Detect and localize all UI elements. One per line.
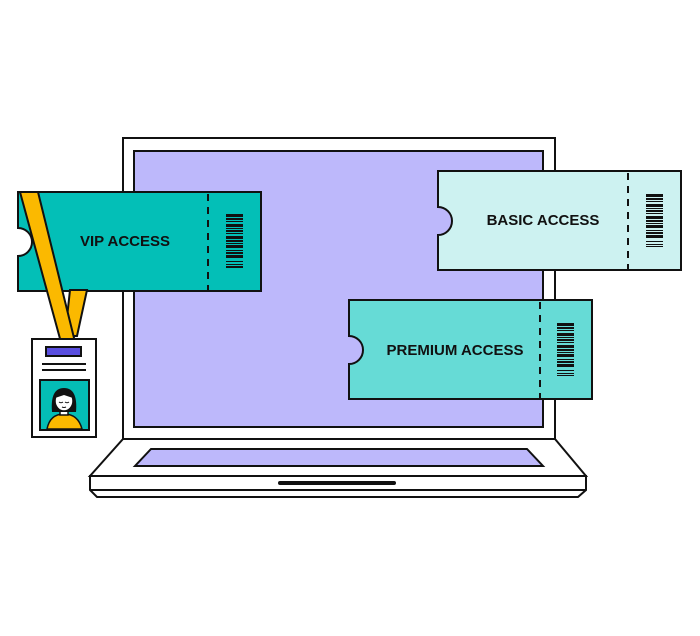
barcode-bar bbox=[226, 228, 243, 229]
barcode-bar bbox=[557, 349, 574, 351]
lanyard-icon bbox=[18, 191, 89, 347]
barcode-bar bbox=[557, 354, 574, 357]
barcode-bar bbox=[226, 264, 243, 265]
ticket-basic[interactable]: BASIC ACCESS bbox=[437, 170, 682, 271]
barcode-bar bbox=[226, 261, 243, 262]
ticket-premium-label: PREMIUM ACCESS bbox=[387, 342, 524, 359]
touchpad-icon bbox=[278, 481, 396, 485]
barcode-bar bbox=[226, 255, 243, 258]
barcode-bar bbox=[226, 218, 243, 220]
barcode-bar bbox=[226, 252, 243, 254]
person-photo-icon bbox=[39, 379, 90, 431]
barcode-bar bbox=[557, 370, 574, 371]
ticket-premium-body bbox=[348, 299, 593, 400]
barcode-bar bbox=[646, 225, 663, 228]
barcode-icon bbox=[226, 214, 243, 268]
id-badge-icon bbox=[31, 338, 97, 438]
ticket-vip-body bbox=[17, 191, 262, 292]
barcode-bar bbox=[226, 240, 243, 242]
barcode-bar bbox=[226, 221, 243, 222]
ticket-vip-label: VIP ACCESS bbox=[80, 233, 170, 250]
barcode-bar bbox=[646, 198, 663, 200]
ticket-basic-label: BASIC ACCESS bbox=[487, 212, 600, 229]
barcode-bar bbox=[226, 236, 243, 239]
barcode-bar bbox=[557, 333, 574, 336]
barcode-bar bbox=[557, 361, 574, 363]
barcode-bar bbox=[557, 339, 574, 341]
barcode-bar bbox=[557, 352, 574, 353]
barcode-bar bbox=[226, 214, 243, 217]
barcode-bar bbox=[646, 208, 663, 209]
barcode-bar bbox=[226, 230, 243, 232]
barcode-icon bbox=[646, 194, 663, 247]
keyboard-area bbox=[132, 448, 546, 467]
ticket-basic-body bbox=[437, 170, 682, 271]
barcode-bar bbox=[226, 245, 243, 248]
ticket-premium[interactable]: PREMIUM ACCESS bbox=[348, 299, 593, 400]
barcode-bar bbox=[646, 232, 663, 234]
ticket-vip[interactable]: VIP ACCESS bbox=[17, 191, 262, 292]
barcode-bar bbox=[646, 204, 663, 207]
barcode-bar bbox=[557, 323, 574, 326]
barcode-bar bbox=[557, 373, 574, 374]
barcode-bar bbox=[646, 246, 663, 247]
barcode-bar bbox=[226, 224, 243, 227]
laptop-base bbox=[89, 475, 587, 498]
barcode-bar bbox=[646, 241, 663, 242]
barcode-bar bbox=[646, 220, 663, 222]
barcode-bar bbox=[646, 194, 663, 197]
barcode-bar bbox=[226, 233, 243, 234]
barcode-bar bbox=[226, 243, 243, 244]
badge-clip bbox=[45, 346, 82, 357]
barcode-bar bbox=[646, 201, 663, 202]
barcode-bar bbox=[646, 244, 663, 245]
barcode-bar bbox=[557, 364, 574, 367]
barcode-bar bbox=[557, 327, 574, 329]
barcode-bar bbox=[557, 345, 574, 348]
barcode-bar bbox=[557, 375, 574, 376]
barcode-bar bbox=[646, 235, 663, 238]
barcode-bar bbox=[226, 250, 243, 251]
barcode-icon bbox=[557, 323, 574, 376]
barcode-bar bbox=[557, 337, 574, 338]
barcode-bar bbox=[557, 359, 574, 360]
barcode-bar bbox=[557, 342, 574, 343]
barcode-bar bbox=[646, 216, 663, 219]
barcode-bar bbox=[226, 266, 243, 268]
barcode-bar bbox=[646, 223, 663, 224]
barcode-bar bbox=[646, 210, 663, 212]
barcode-bar bbox=[646, 230, 663, 231]
barcode-bar bbox=[646, 213, 663, 214]
barcode-bar bbox=[557, 330, 574, 331]
